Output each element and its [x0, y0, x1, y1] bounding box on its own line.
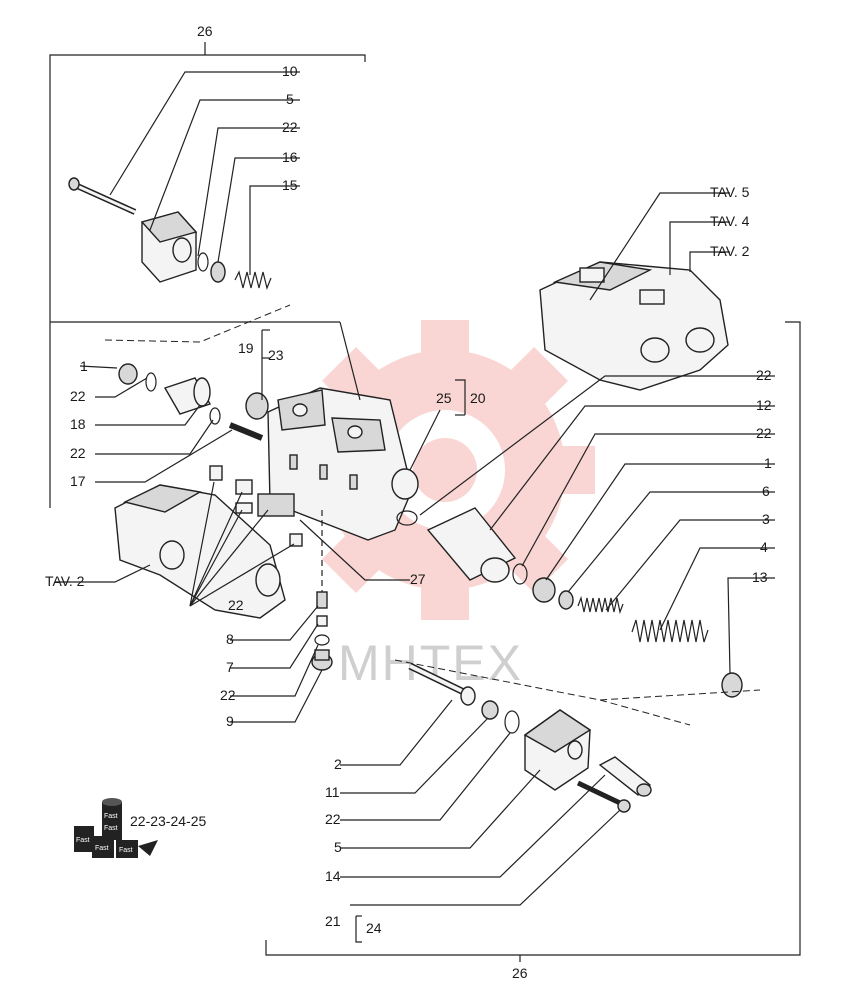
- part-22-oring-h: [504, 710, 520, 734]
- part-22-oring-b: [396, 510, 418, 526]
- label-20: 20: [470, 390, 486, 406]
- label-22-left-a: 22: [70, 388, 86, 404]
- label-14: 14: [325, 868, 341, 884]
- part-8-screw: [316, 591, 328, 609]
- label-5-upper: 5: [286, 91, 294, 107]
- label-6: 6: [762, 483, 770, 499]
- label-2: 2: [334, 756, 342, 772]
- part-22-oring-d: [209, 407, 221, 425]
- label-13: 13: [752, 569, 768, 585]
- label-22-lower: 22: [325, 811, 341, 827]
- part-7-spacer: [316, 615, 328, 627]
- watermark-gear-tooth: [498, 346, 569, 417]
- part-13-cap: [721, 672, 743, 698]
- watermark-text: MHTEX: [338, 635, 523, 691]
- label-tav5: TAV. 5: [710, 184, 750, 200]
- part-18-sleeve: [163, 377, 212, 415]
- part-17-pin: [228, 422, 264, 441]
- label-22-right-a: 22: [756, 367, 772, 383]
- part-22-oring-f: [314, 634, 330, 646]
- part-2-spool: [408, 662, 476, 706]
- label-16: 16: [282, 149, 298, 165]
- label-17: 17: [70, 473, 86, 489]
- part-1-plug-left: [118, 363, 138, 385]
- label-4: 4: [760, 539, 768, 555]
- label-24: 24: [366, 920, 382, 936]
- label-26-bottom: 26: [512, 965, 528, 981]
- watermark-gear-tooth: [321, 523, 392, 594]
- part-10-bolt: [68, 177, 137, 215]
- label-11: 11: [325, 784, 340, 800]
- label-19: 19: [238, 340, 254, 356]
- repair-kit-icon: Fast Fast Fast Fast Fast: [74, 798, 158, 858]
- label-tav4: TAV. 4: [710, 213, 750, 229]
- label-22-left-b: 22: [70, 445, 86, 461]
- upper-group-bracket: [49, 42, 366, 508]
- watermark-gear-tooth: [421, 570, 469, 620]
- valve-assembly-top-right: [539, 261, 729, 391]
- label-5-lower: 5: [334, 839, 342, 855]
- label-1-right: 1: [764, 455, 772, 471]
- label-22-kit: 22: [228, 597, 244, 613]
- kit-tag-d: Fast: [95, 845, 109, 852]
- label-10: 10: [282, 63, 298, 79]
- watermark-gear-tooth: [498, 523, 569, 594]
- part-4-spring-large: [631, 619, 709, 643]
- label-27: 27: [410, 571, 426, 587]
- kit-tag-b: Fast: [104, 825, 118, 832]
- part-22-oring-a: [197, 252, 209, 272]
- label-9: 9: [226, 713, 234, 729]
- label-tav2-right: TAV. 2: [710, 243, 750, 259]
- center-valve-section: [245, 387, 419, 541]
- part-3-spring-small: [577, 595, 624, 615]
- lower-group-bracket: [265, 321, 801, 962]
- part-22-oring-e: [512, 563, 528, 585]
- label-3: 3: [762, 511, 770, 527]
- label-12: 12: [756, 397, 772, 413]
- watermark-gear-tooth: [421, 320, 469, 370]
- kit-tag-e: Fast: [119, 847, 133, 854]
- label-22-g: 22: [220, 687, 236, 703]
- kit-tag-c: Fast: [76, 837, 90, 844]
- label-18: 18: [70, 416, 86, 432]
- label-8: 8: [226, 631, 234, 647]
- label-26-top: 26: [197, 23, 213, 39]
- label-15: 15: [282, 177, 298, 193]
- label-21: 21: [325, 913, 341, 929]
- part-24-bolt: [576, 780, 631, 813]
- label-22-right-b: 22: [756, 425, 772, 441]
- label-22-upper: 22: [282, 119, 298, 135]
- label-25: 25: [436, 390, 452, 406]
- part-12-spool-sleeve: [426, 507, 517, 583]
- part-16-washer: [210, 261, 226, 283]
- part-15-spring: [234, 270, 272, 290]
- part-1-plug-right: [532, 577, 556, 603]
- part-22-oring-c: [145, 372, 157, 392]
- label-tav2-left: TAV. 2: [45, 573, 85, 589]
- kit-label: 22-23-24-25: [130, 813, 206, 829]
- label-7: 7: [226, 659, 234, 675]
- part-14-check-valve: [598, 756, 652, 797]
- kit-tag-a: Fast: [104, 813, 118, 820]
- watermark-gear-tooth: [545, 446, 595, 494]
- label-1-left: 1: [80, 358, 88, 374]
- part-5-end-cap: [140, 211, 198, 283]
- part-5-end-cap-lower: [523, 709, 592, 791]
- part-11-nut: [481, 700, 499, 720]
- part-6-washer: [558, 590, 574, 610]
- label-23: 23: [268, 347, 284, 363]
